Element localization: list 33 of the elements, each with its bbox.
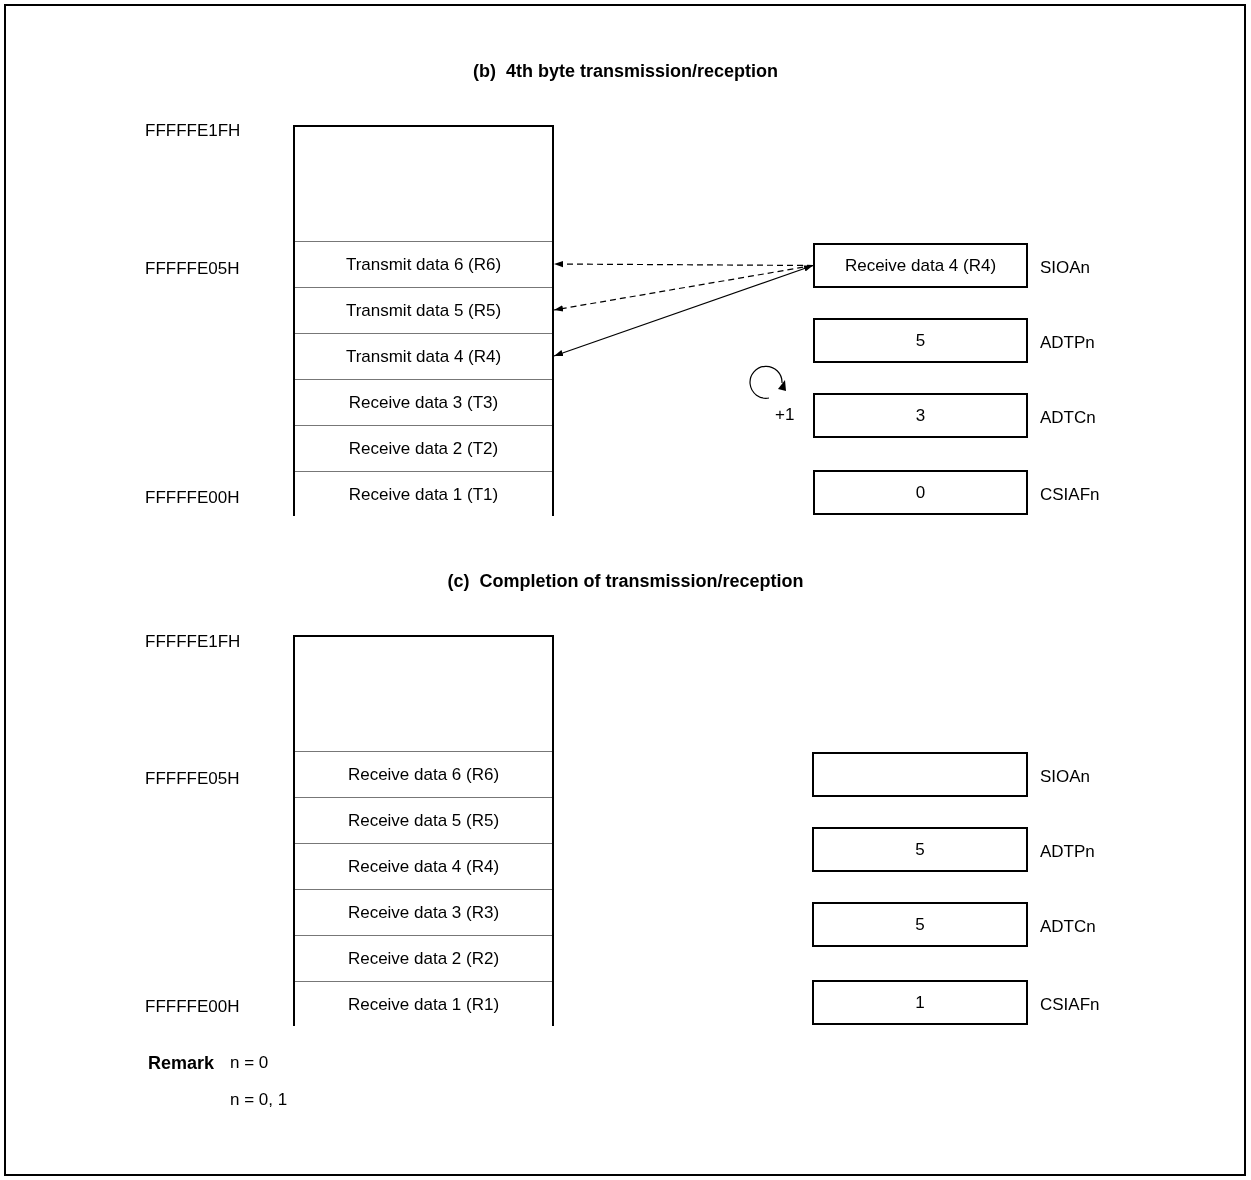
remark-text: n = 0	[230, 1052, 269, 1074]
register-name: ADTPn	[1040, 840, 1095, 863]
address-label: FFFFFE05H	[145, 258, 240, 280]
address-label: FFFFFE05H	[145, 768, 240, 790]
register-box: Receive data 4 (R4)	[813, 243, 1028, 288]
register-box: 3	[813, 393, 1028, 438]
address-label: FFFFFE00H	[145, 996, 240, 1018]
register-box: 5	[812, 902, 1028, 947]
register-box: 5	[813, 318, 1028, 363]
register-name: CSIAFn	[1040, 483, 1100, 506]
register-box	[812, 752, 1028, 797]
register-name: CSIAFn	[1040, 993, 1100, 1016]
register-box: 5	[812, 827, 1028, 872]
remark-heading: Remark	[148, 1052, 215, 1075]
address-label: FFFFFE00H	[145, 487, 240, 509]
arrow	[553, 264, 814, 357]
increment-label: +1	[775, 404, 795, 426]
register-name: ADTPn	[1040, 331, 1095, 354]
register-name: ADTCn	[1040, 915, 1096, 938]
memory-cell: Receive data 1 (T1)	[295, 471, 552, 517]
memory-block	[293, 635, 554, 1026]
memory-block	[293, 125, 554, 516]
address-label: FFFFFE1FH	[145, 631, 241, 653]
register-box: 1	[812, 980, 1028, 1025]
register-name: SIOAn	[1040, 256, 1091, 279]
section-title: (b) 4th byte transmission/reception	[471, 60, 780, 83]
register-box: 0	[813, 470, 1028, 515]
address-label: FFFFFE1FH	[145, 120, 241, 142]
memory-cell: Receive data 1 (R1)	[295, 981, 552, 1027]
register-name: SIOAn	[1040, 765, 1091, 788]
register-name: ADTCn	[1040, 406, 1096, 429]
remark-text: n = 0, 1	[230, 1089, 288, 1111]
section-title: (c) Completion of transmission/reception	[446, 570, 805, 593]
